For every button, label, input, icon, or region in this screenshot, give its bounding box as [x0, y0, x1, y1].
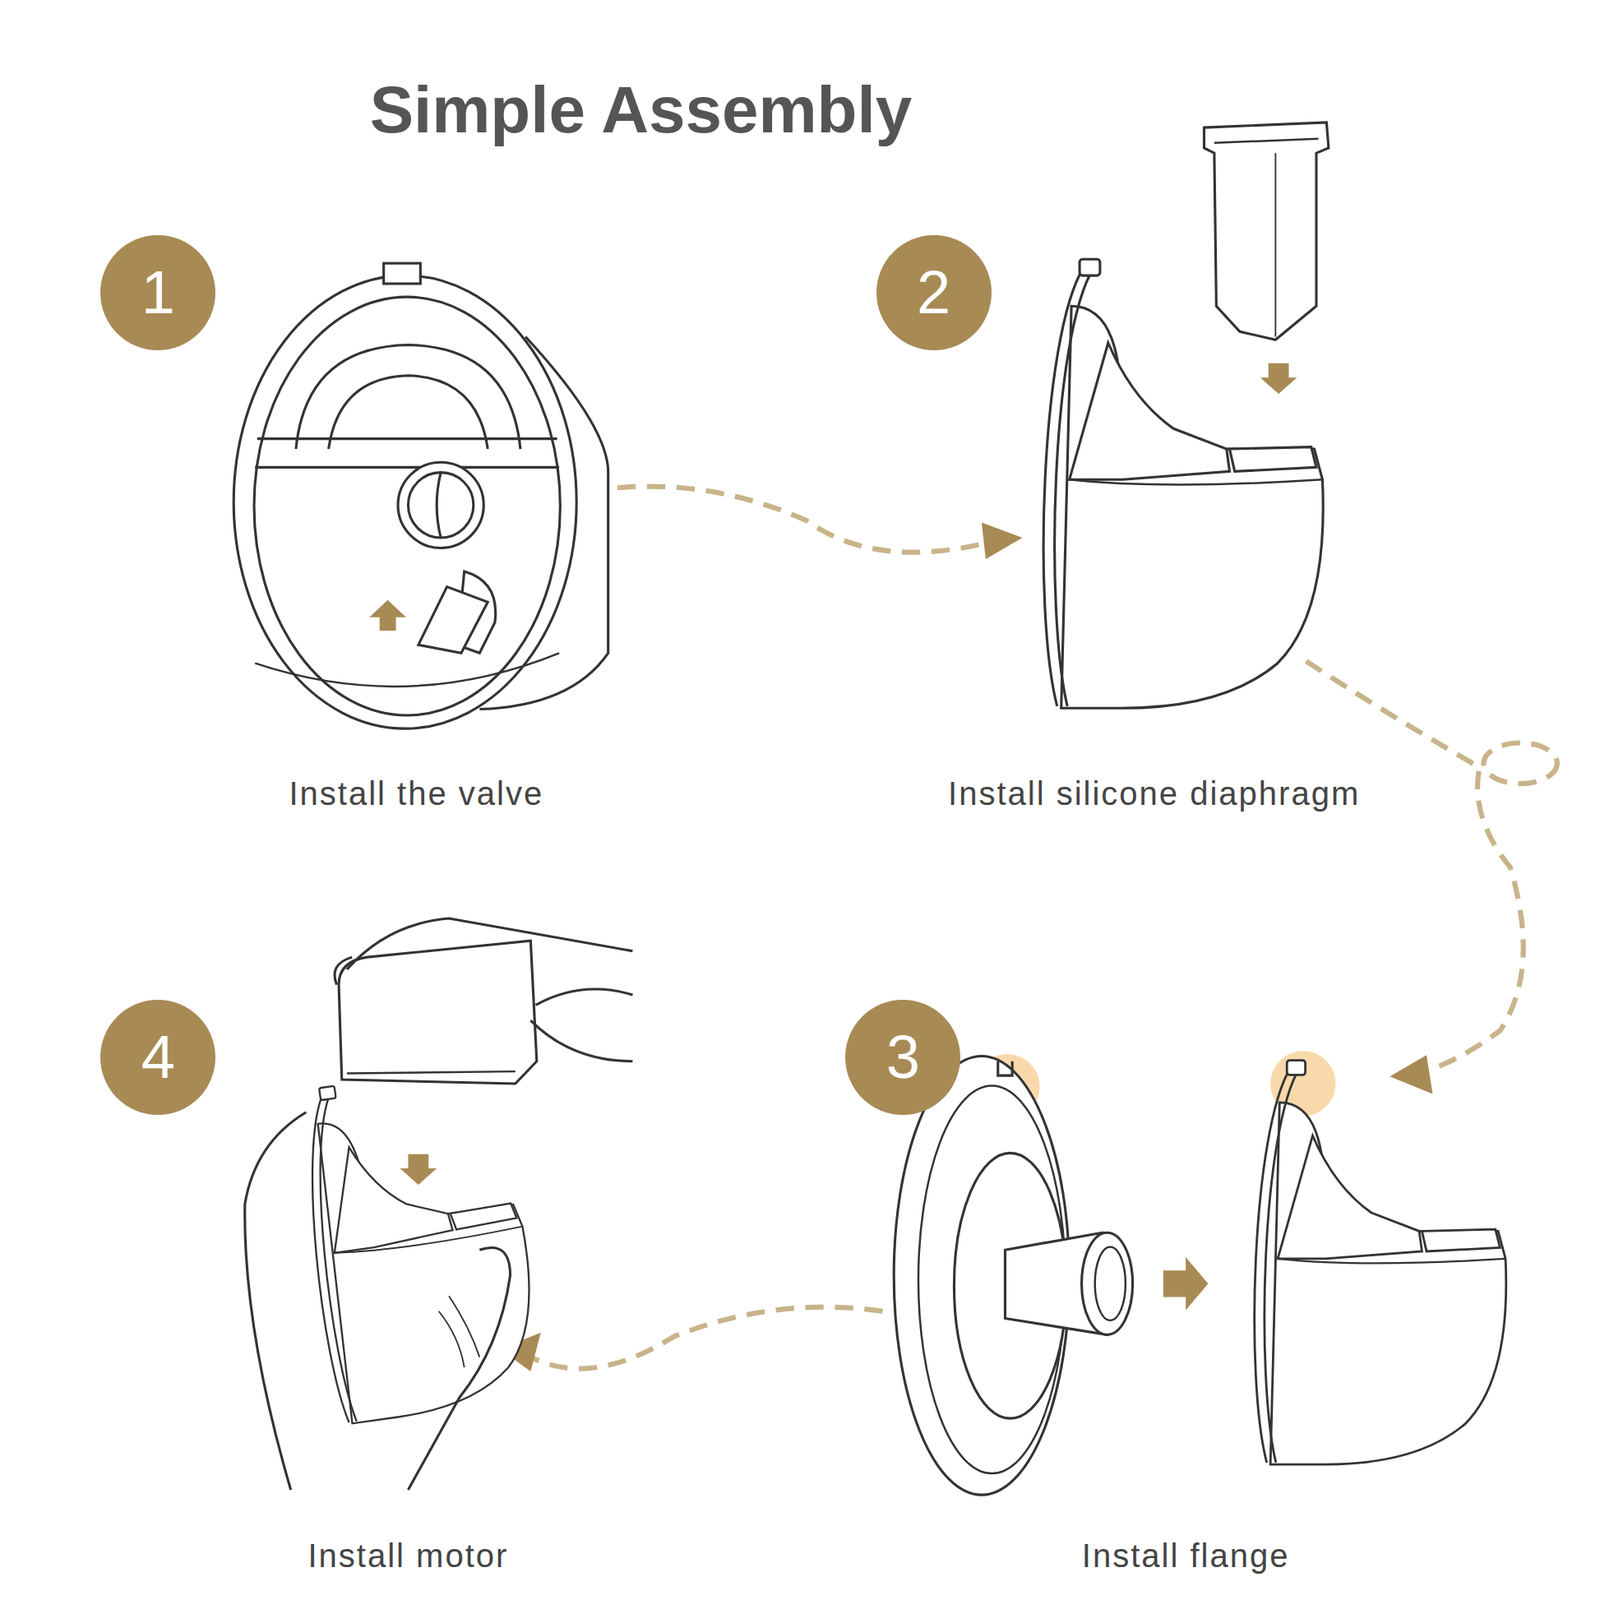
circle-fill	[100, 999, 216, 1115]
step-caption: Install the valve	[289, 775, 545, 813]
step-number-circle: 1	[100, 235, 216, 351]
step-caption: Install silicone diaphragm	[947, 775, 1360, 813]
step-number-circle: 4	[100, 999, 216, 1115]
step-caption: Install flange	[1082, 1537, 1291, 1575]
step-number: 3	[845, 999, 961, 1115]
step-number: 4	[100, 999, 216, 1115]
step-number-circle: 3	[845, 999, 961, 1115]
circle-fill	[100, 235, 216, 351]
circle-fill	[845, 999, 961, 1115]
circle-fill	[876, 235, 992, 351]
diagram-title: Simple Assembly	[369, 72, 913, 148]
step-number-circle: 2	[876, 235, 992, 351]
step-caption: Install motor	[307, 1537, 509, 1575]
step-number: 2	[876, 235, 992, 351]
step-number: 1	[100, 235, 216, 351]
